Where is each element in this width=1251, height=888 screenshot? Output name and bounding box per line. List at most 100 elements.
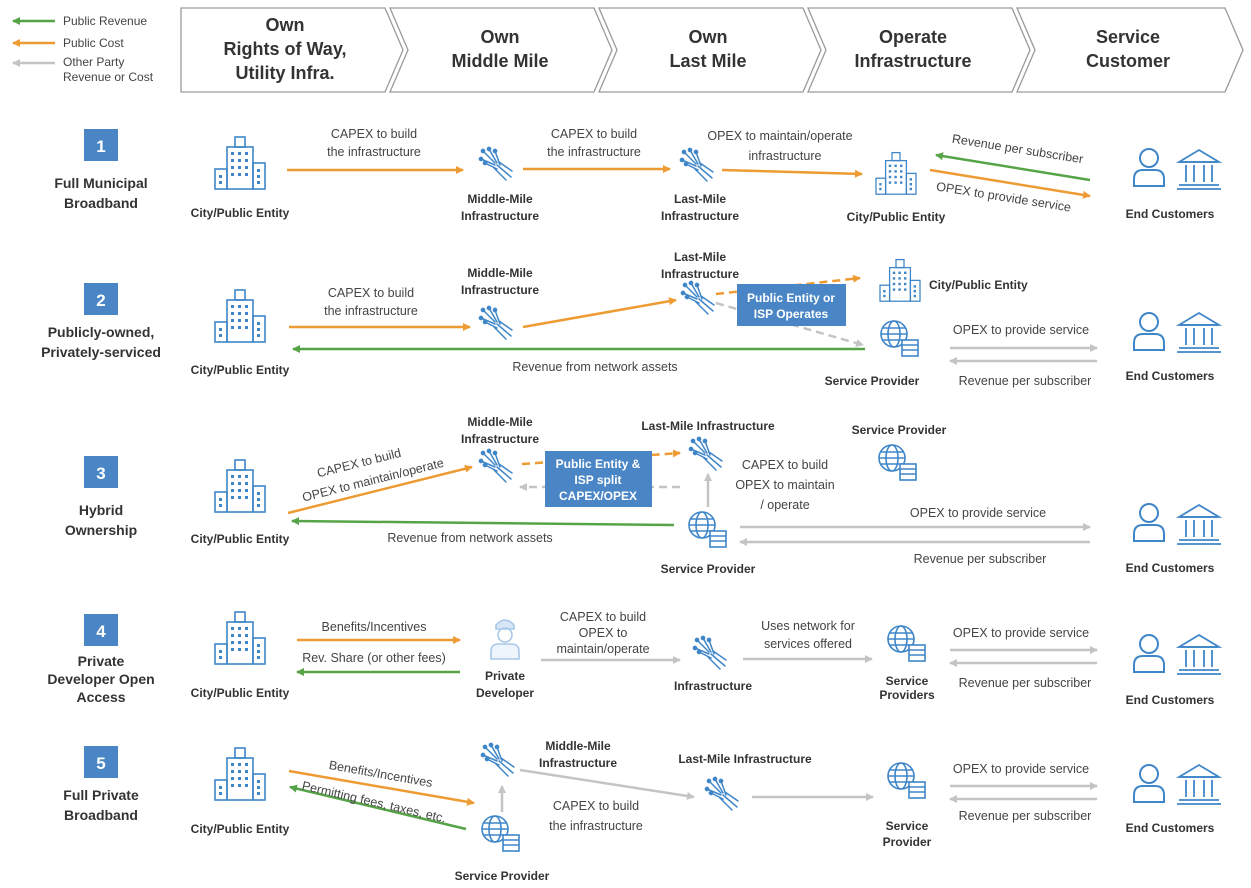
fiber-icon [704, 776, 739, 811]
model-name: Access [76, 689, 125, 705]
flow-label: infrastructure [749, 149, 822, 163]
flow-label: the infrastructure [324, 304, 418, 318]
split-box [545, 451, 652, 507]
model-number-badge [84, 283, 118, 315]
service-provider-icon [481, 815, 520, 852]
model-number: 2 [96, 291, 105, 310]
stage-chevron [807, 7, 1031, 93]
building-icon [214, 611, 266, 665]
flow-label: / operate [760, 498, 809, 512]
cost-arrow [522, 297, 677, 329]
entity-label: Infrastructure [674, 679, 752, 693]
model-number: 3 [96, 464, 105, 483]
model-number-badge [84, 614, 118, 646]
stage-label: Own [481, 27, 520, 47]
flow-label: Rev. Share (or other fees) [302, 651, 446, 665]
entity-label: Middle-Mile [545, 739, 611, 753]
building-icon [214, 289, 266, 343]
box-label: ISP Operates [754, 307, 829, 321]
model-number: 4 [96, 622, 106, 641]
flow-label: OPEX to provide service [953, 626, 1089, 640]
entity-label: City/Public Entity [191, 532, 290, 546]
cost-arrow [929, 168, 1091, 199]
fiber-icon [480, 742, 515, 777]
entity-label: Service [886, 819, 929, 833]
stage-label: Own [689, 27, 728, 47]
flow-label: Revenue from network assets [512, 360, 677, 374]
institution-icon [1176, 312, 1222, 353]
box-label: Public Entity or [747, 291, 835, 305]
stage-chevron [180, 7, 404, 93]
cost-arrow [721, 168, 863, 178]
entity-label: Middle-Mile [467, 266, 533, 280]
stage-label: Customer [1086, 51, 1170, 71]
stage-chevron [389, 7, 613, 93]
entity-label: Infrastructure [461, 283, 539, 297]
flow-label: Revenue per subscriber [959, 374, 1092, 388]
model-number-badge [84, 129, 118, 161]
flow-label: OPEX to provide service [953, 323, 1089, 337]
entity-label: Last-Mile [674, 250, 726, 264]
flow-label: OPEX to provide service [910, 506, 1046, 520]
fiber-icon [478, 305, 513, 340]
flow-label: OPEX to maintain [735, 478, 834, 492]
fiber-icon [679, 147, 714, 182]
model-labels: 1 Full Municipal Broadband 2 Publicly-ow… [41, 129, 161, 823]
stage-label: Service [1096, 27, 1160, 47]
flow-label: Benefits/Incentives [322, 620, 427, 634]
model-name: Developer Open [47, 671, 154, 687]
person-icon [1133, 148, 1165, 187]
stage-chevron [1016, 7, 1244, 93]
flow-label: CAPEX to build [331, 127, 417, 141]
institution-icon [1176, 149, 1222, 190]
entity-label: Infrastructure [539, 756, 617, 770]
flow-label: CAPEX to build [551, 127, 637, 141]
fiber-icon [688, 436, 723, 471]
row-model-5: City/Public Entity Benefits/Incentives P… [191, 739, 1222, 883]
legend-label: Other Party [63, 55, 124, 69]
person-icon [1133, 312, 1165, 351]
model-number: 5 [96, 754, 105, 773]
flow-label: Revenue per subscriber [914, 552, 1047, 566]
revenue-arrow [935, 152, 1091, 182]
building-icon [879, 258, 921, 302]
model-name: Publicly-owned, [48, 324, 155, 340]
model-number-badge [84, 456, 118, 488]
box-label: ISP split [574, 473, 621, 487]
building-icon [214, 136, 266, 190]
cost-arrow [288, 769, 475, 806]
entity-label: Provider [883, 835, 932, 849]
entity-label: City/Public Entity [191, 363, 290, 377]
model-number: 1 [96, 137, 105, 156]
row-model-1: City/Public Entity CAPEX to build the in… [191, 127, 1222, 224]
model-name: Hybrid [79, 502, 123, 518]
model-name: Broadband [64, 807, 138, 823]
entity-label: Service Provider [661, 562, 756, 576]
flow-label: OPEX to provide service [935, 179, 1072, 214]
revenue-arrow [291, 517, 675, 527]
flow-label: the infrastructure [327, 145, 421, 159]
service-provider-icon [688, 511, 727, 548]
flow-label: OPEX to [579, 626, 628, 640]
entity-label: Last-Mile Infrastructure [641, 419, 775, 433]
stage-label: Last Mile [669, 51, 746, 71]
building-icon [875, 151, 917, 195]
service-provider-icon [878, 444, 917, 481]
person-icon [1133, 503, 1165, 542]
institution-icon [1176, 504, 1222, 545]
entity-label: Service Provider [825, 374, 920, 388]
entity-label: Private [485, 669, 525, 683]
flow-label: CAPEX to build [560, 610, 646, 624]
service-provider-icon [880, 320, 919, 357]
building-icon [214, 747, 266, 801]
box-label: CAPEX/OPEX [559, 489, 637, 503]
fiber-icon [680, 280, 715, 315]
flow-label: OPEX to maintain/operate [707, 129, 852, 143]
model-name: Full Municipal [54, 175, 147, 191]
entity-label: Service Provider [455, 869, 550, 883]
person-icon [1133, 634, 1165, 673]
flow-label: maintain/operate [556, 642, 649, 656]
model-name: Private [78, 653, 125, 669]
row-model-4: City/Public Entity Benefits/Incentives R… [191, 610, 1222, 707]
entity-label: End Customers [1126, 561, 1215, 575]
